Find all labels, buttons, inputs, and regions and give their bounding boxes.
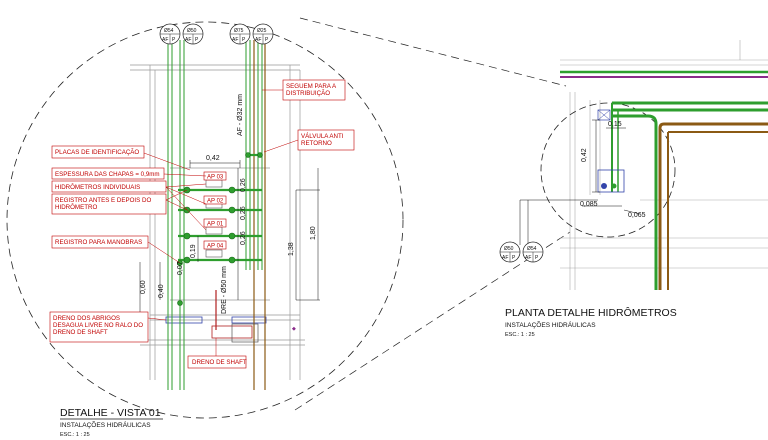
dim-180: 1,80: [310, 226, 317, 240]
pipe-tag-ø54: Ø54 AF P: [159, 23, 181, 45]
svg-text:AF: AF: [185, 37, 191, 43]
svg-text:Ø54: Ø54: [527, 246, 537, 252]
shaft-drain-box: [231, 323, 259, 343]
vertical-pipes-green: [167, 40, 263, 390]
pipe-label-dre: DRE - Ø50 mm: [221, 266, 228, 314]
plan-dim-042: 0,42: [581, 148, 588, 162]
vertical-pipes-brown: [253, 40, 266, 390]
plan-scale: ESC.: 1 : 25: [505, 332, 535, 338]
plan-view: 0,15 0,42 0,085 0,065 Ø50 AF P Ø54 AF P …: [499, 40, 768, 338]
plan-subtitle: INSTALAÇÕES HIDRÁULICAS: [505, 320, 596, 329]
svg-text:Ø50: Ø50: [187, 28, 197, 34]
svg-text:P: P: [512, 255, 516, 261]
svg-text:AF: AF: [502, 255, 508, 261]
plan-dim-0085: 0,085: [580, 201, 598, 208]
svg-text:PLACAS DE IDENTIFICAÇÃO: PLACAS DE IDENTIFICAÇÃO: [55, 149, 139, 156]
callout-registro-manobras: REGISTRO PARA MANOBRAS: [51, 235, 149, 249]
dim-026-b: 0,26: [240, 206, 247, 220]
plan-structure: [560, 40, 768, 290]
plan-pipe-tag-ø54: Ø54 AF P: [522, 241, 544, 263]
plan-pipe-tag-ø50: Ø50 AF P: [499, 241, 521, 263]
dimension-lines: [139, 160, 320, 315]
svg-text:AF: AF: [232, 37, 238, 43]
detail-scale: ESC.: 1 : 25: [60, 432, 90, 438]
detail-boundary-circle: [6, 21, 404, 419]
svg-text:REGISTRO PARA MANOBRAS: REGISTRO PARA MANOBRAS: [55, 239, 142, 246]
callout-espessura: ESPESSURA DAS CHAPAS = 0,9mm: [51, 167, 165, 180]
plan-small-box: [597, 109, 611, 121]
plan-pipes-brown: [658, 122, 768, 290]
plan-fitting-dot: [601, 183, 607, 189]
pipe-tag-ø75: Ø75 AF P: [229, 23, 251, 45]
svg-text:AF: AF: [525, 255, 531, 261]
connector-line-top: [299, 17, 567, 87]
svg-text:Ø54: Ø54: [164, 28, 174, 34]
small-marker: ◆: [292, 326, 296, 332]
meter-labels: AP 03 AP 02 AP 01 AP 04: [203, 171, 227, 250]
dim-019: 0,19: [190, 244, 197, 258]
svg-text:P: P: [265, 37, 269, 43]
svg-text:P: P: [172, 37, 176, 43]
plan-dim-0065: 0,065: [628, 212, 646, 219]
meter-label-ap01: AP 01: [207, 222, 224, 228]
plan-small-box-x2: [597, 109, 611, 121]
svg-text:Ø25: Ø25: [257, 28, 267, 34]
plan-dimension-lines: [519, 119, 641, 245]
dim-026-a: 0,26: [240, 178, 247, 192]
callout-leaders: [143, 89, 299, 356]
meter-label-ap04: AP 04: [207, 244, 224, 250]
meter-label-ap03: AP 03: [207, 175, 224, 181]
plan-valve-dot: [611, 183, 617, 189]
svg-text:Ø75: Ø75: [234, 28, 244, 34]
plan-dim-015: 0,15: [608, 121, 622, 128]
drain-grid-right: [231, 316, 267, 324]
dim-007: 0,07: [177, 261, 184, 275]
plan-title: PLANTA DETALHE HIDRÔMETROS: [505, 306, 677, 319]
dim-060: 0,60: [140, 280, 147, 294]
meter-label-ap02: AP 02: [207, 199, 224, 205]
svg-text:HIDRÔMETROS INDIVIDUAIS: HIDRÔMETROS INDIVIDUAIS: [55, 184, 140, 191]
horizontal-manifolds: [178, 153, 262, 262]
plan-detail-circle: [540, 102, 676, 238]
callout-dreno-shaft: DRENO DE SHAFT: [187, 355, 247, 369]
pipe-label-af: AF - Ø32 mm: [237, 94, 244, 136]
detail-subtitle: INSTALAÇÕES HIDRÁULICAS: [60, 420, 151, 429]
svg-text:DRENO DE SHAFT: DRENO DE SHAFT: [192, 359, 247, 366]
callout-placas: PLACAS DE IDENTIFICAÇÃO: [51, 145, 145, 159]
svg-text:AF: AF: [255, 37, 261, 43]
svg-text:ESPESSURA DAS CHAPAS = 0,9mm: ESPESSURA DAS CHAPAS = 0,9mm: [55, 171, 160, 178]
connector-line-bottom: [294, 231, 571, 411]
svg-text:P: P: [242, 37, 246, 43]
callout-hidrometros: HIDRÔMETROS INDIVIDUAIS: [51, 180, 167, 193]
svg-text:P: P: [195, 37, 199, 43]
plan-meter-box: [597, 169, 625, 193]
dim-042: 0,42: [206, 155, 220, 162]
pipe-tag-ø25: Ø25 AF P: [252, 23, 274, 45]
svg-text:P: P: [535, 255, 539, 261]
svg-text:AF: AF: [162, 37, 168, 43]
plan-pipes-green: [612, 101, 768, 290]
dim-026-c: 0,26: [240, 231, 247, 245]
dim-138: 1,38: [288, 242, 295, 256]
svg-text:Ø50: Ø50: [504, 246, 514, 252]
pipe-tag-ø50: Ø50 AF P: [182, 23, 204, 45]
detail-view: AP 03 AP 02 AP 01 AP 04 ◆ Ø54 AF P Ø50 A…: [6, 17, 571, 438]
detail-title: DETALHE - VISTA 01: [60, 407, 161, 419]
dim-040: 0,40: [158, 284, 165, 298]
